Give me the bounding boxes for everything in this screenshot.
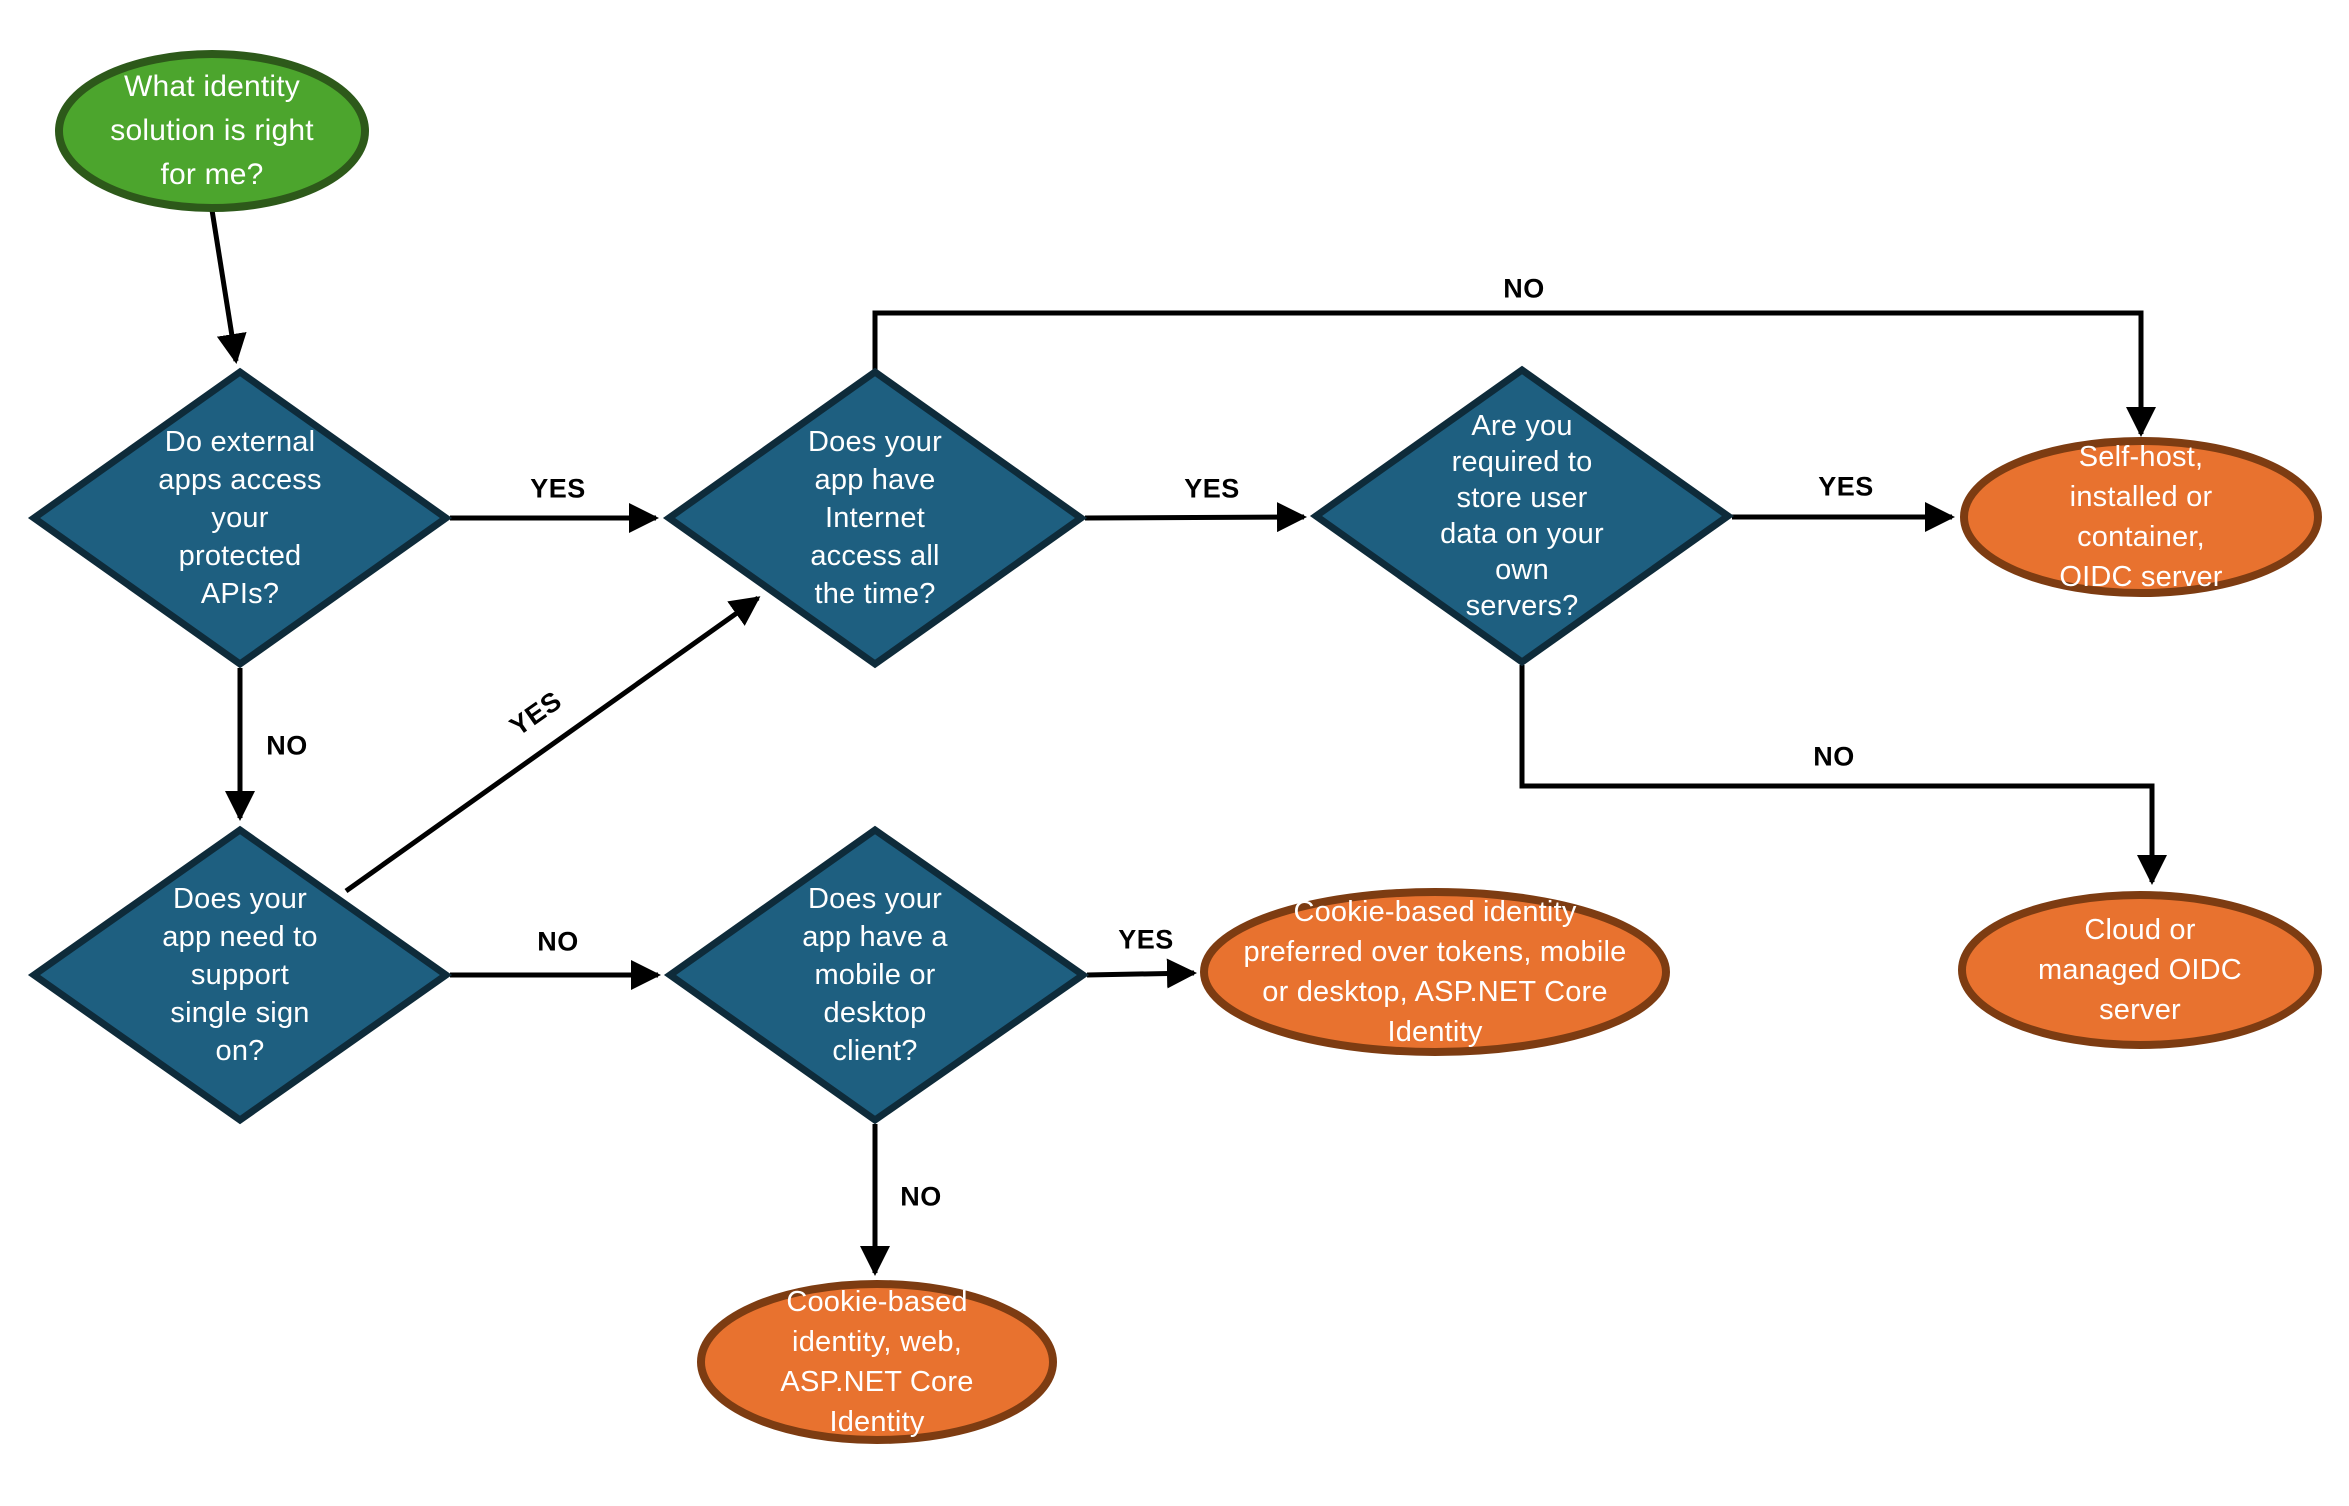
decision-client-diamond [663, 825, 1090, 1125]
decision-sso-label: Does your app need to support single sig… [162, 883, 318, 1067]
edge-start-to-external-apis [209, 209, 247, 364]
decision-internet-diamond [662, 367, 1088, 669]
decision-external-apis-label: Do external apps access your protected A… [158, 426, 322, 610]
edge-sso-yes-diagonal-arrow [344, 595, 761, 894]
result-cookie-mobile-ellipse [1200, 888, 1670, 1056]
result-self-host-ellipse [1960, 437, 2322, 597]
edge-internet-no-arrow [872, 310, 2156, 437]
edge-label-internet-yes: YES [1184, 473, 1240, 504]
decision-client-label: Does your app have a mobile or desktop c… [802, 883, 948, 1067]
edge-label-internet-no: NO [1503, 273, 1545, 304]
decision-store-data-label: Are you required to store user data on y… [1440, 410, 1604, 622]
result-cloud-label: Cloud or managed OIDC server [2038, 914, 2242, 1026]
result-cookie-web-label: Cookie-based identity, web, ASP.NET Core… [780, 1286, 974, 1438]
edge-label-external-apis-yes: YES [530, 473, 586, 504]
decision-internet-label: Does your app have Internet access all t… [808, 426, 942, 610]
result-self-host-label: Self-host, installed or container, OIDC … [2059, 441, 2223, 593]
edge-label-client-no: NO [900, 1181, 942, 1212]
edge-store-no-arrow [1519, 665, 2167, 885]
result-cookie-web-ellipse [697, 1280, 1057, 1444]
edge-label-store-yes: YES [1818, 471, 1874, 502]
edge-internet-yes-arrow [1084, 502, 1307, 533]
edge-client-yes-arrow [1086, 958, 1197, 989]
start-node-label: What identity solution is right for me? [110, 70, 314, 191]
edge-label-client-yes: YES [1118, 924, 1174, 955]
edge-label-sso-no: NO [537, 926, 579, 957]
decision-sso-diamond [27, 825, 453, 1125]
edge-label-external-apis-no: NO [266, 730, 308, 761]
start-node-ellipse [55, 50, 369, 212]
decision-store-data-diamond [1309, 365, 1735, 667]
result-cloud-ellipse [1958, 891, 2322, 1049]
decision-external-apis-diamond [27, 367, 453, 669]
result-cookie-mobile-label: Cookie-based identity preferred over tok… [1243, 896, 1627, 1048]
edge-label-store-no: NO [1813, 741, 1855, 772]
